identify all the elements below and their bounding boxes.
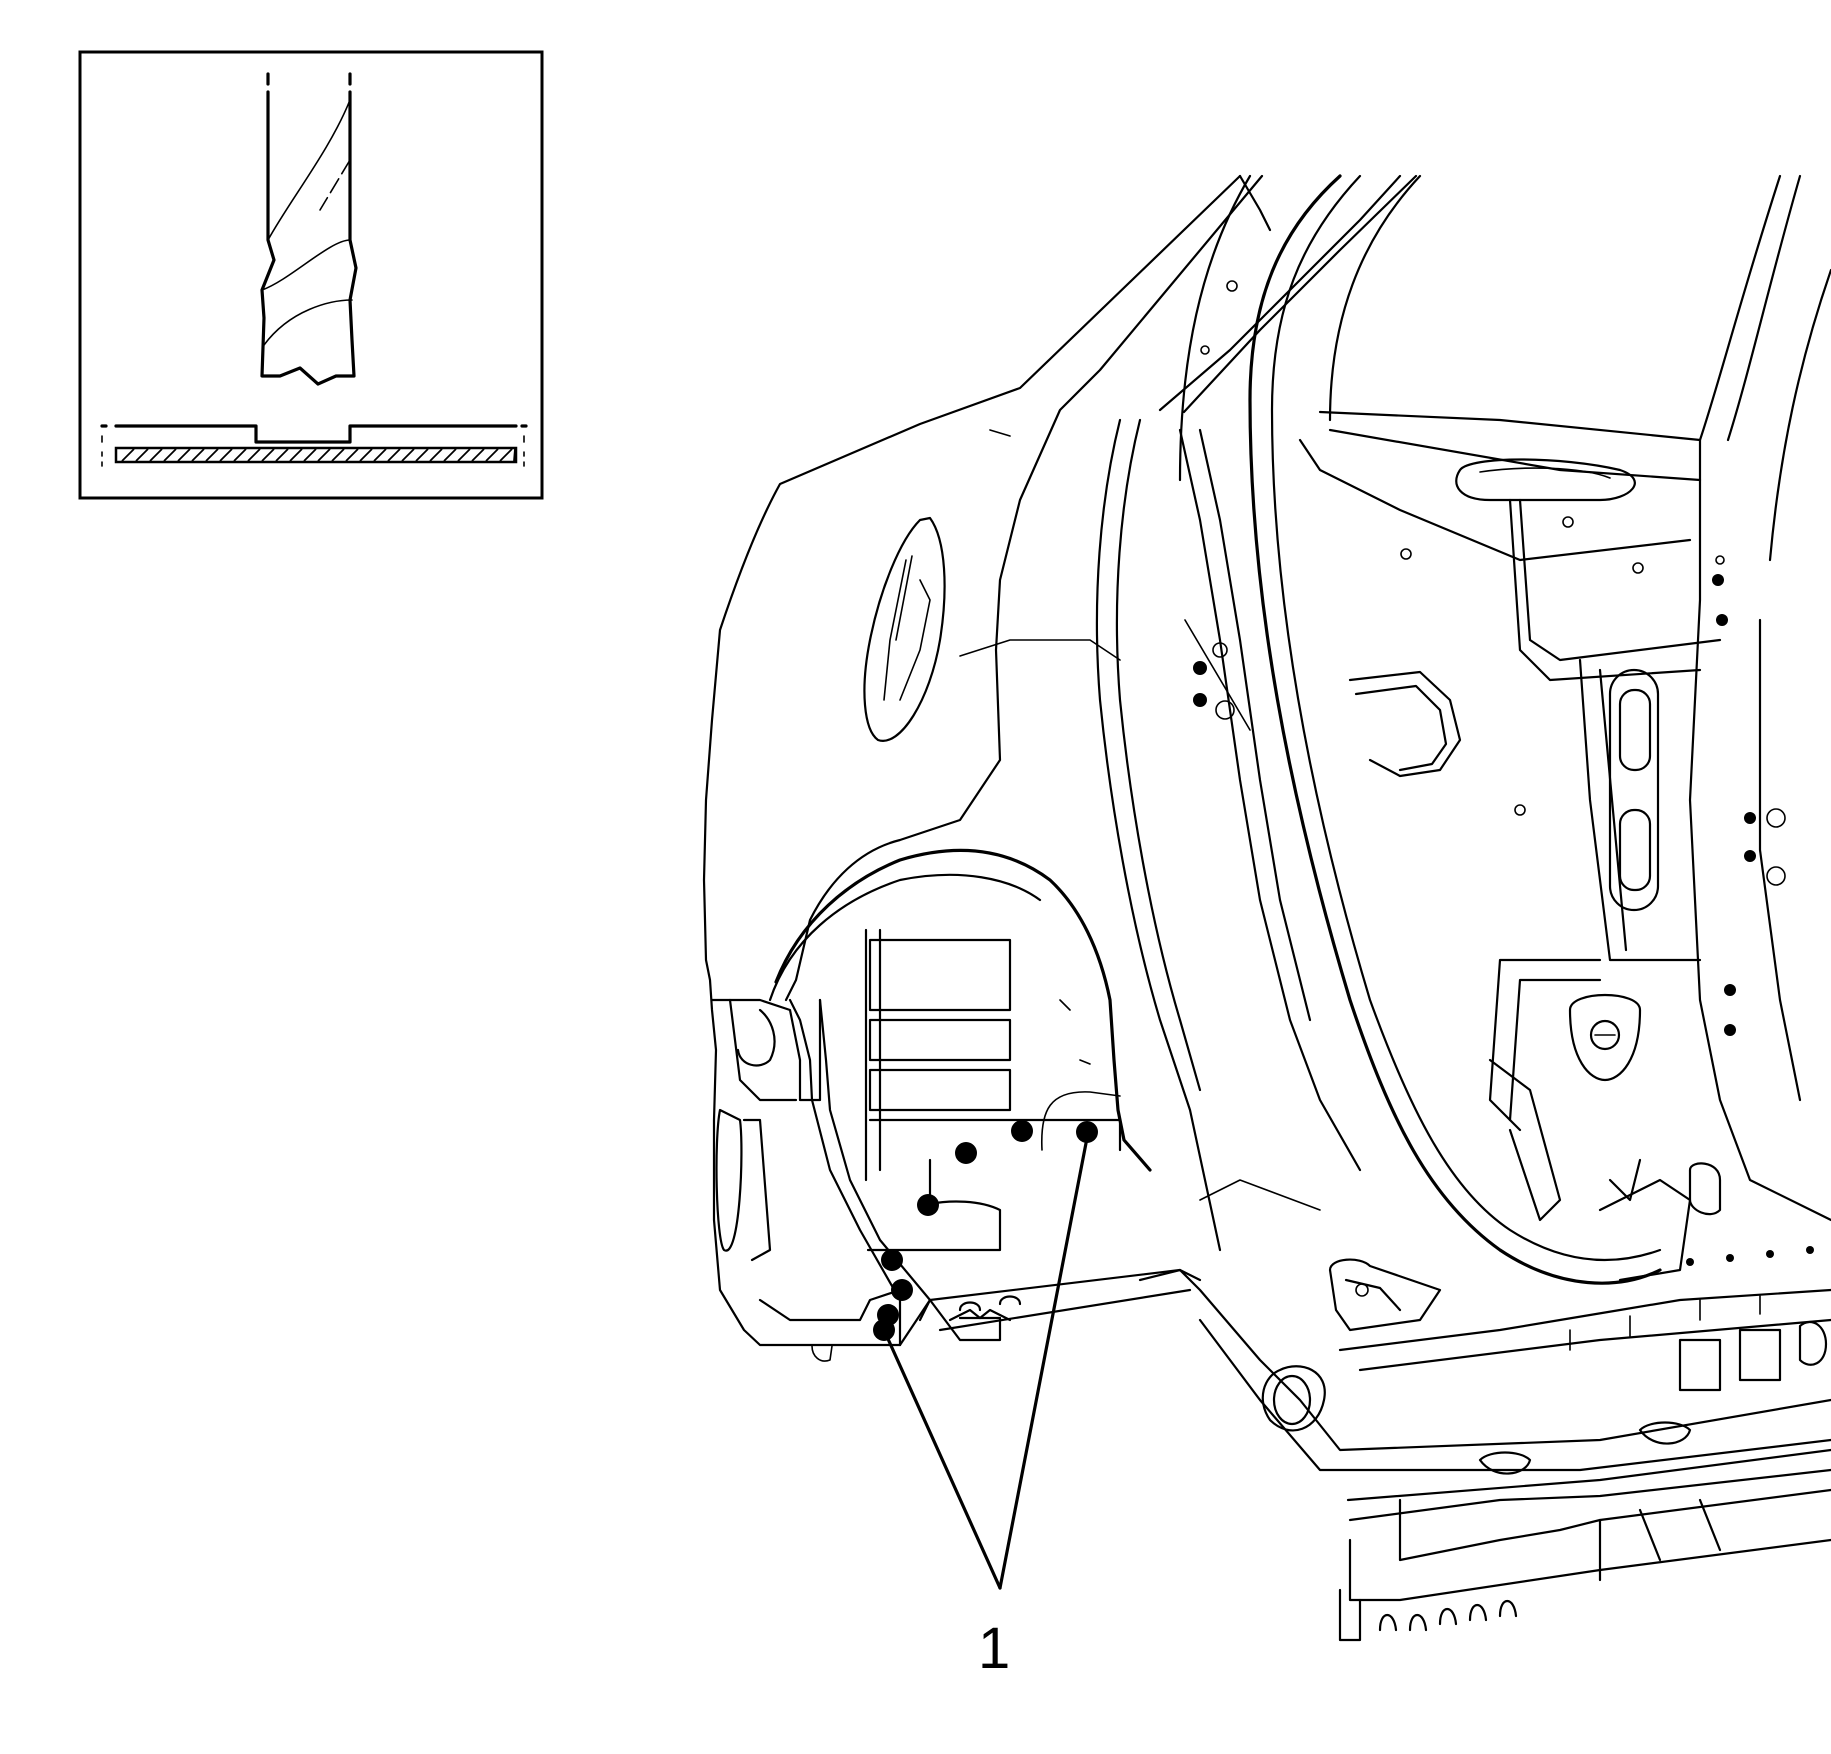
spot-weld-8: [891, 1279, 913, 1301]
wheelhouse-inner: [864, 928, 1122, 1252]
drill-bit-icon: [260, 72, 358, 386]
fuel-door-opening: [863, 516, 946, 742]
rear-lower-panel: [710, 998, 1002, 1362]
pillar-structure: [1095, 174, 1418, 1252]
interior-rear-panel: [1348, 498, 1722, 1282]
spot-weld-2: [1011, 1120, 1033, 1142]
spot-weld-4: [917, 1194, 939, 1216]
spot-weld-5: [881, 1249, 903, 1271]
lower-rocker: [1138, 1246, 1831, 1642]
callout-leaders: [882, 1136, 1089, 1590]
wheel-opening: [774, 848, 1152, 1172]
spot-weld-3: [1076, 1121, 1098, 1143]
lower-bracket: [1328, 1258, 1442, 1332]
vehicle-body-side: [702, 174, 1831, 1642]
spot-weld-group: [873, 1120, 1098, 1341]
rocker-sill: [928, 1268, 1202, 1332]
drill-inset: [78, 50, 544, 500]
right-pillar: [1688, 174, 1831, 1222]
panel-layers: [100, 424, 528, 467]
spot-weld-1: [955, 1142, 977, 1164]
door-opening: [1178, 174, 1702, 1285]
callout-label: 1: [978, 1616, 1010, 1681]
inset-frame: [78, 50, 544, 500]
quarter-panel: [702, 174, 1242, 1347]
